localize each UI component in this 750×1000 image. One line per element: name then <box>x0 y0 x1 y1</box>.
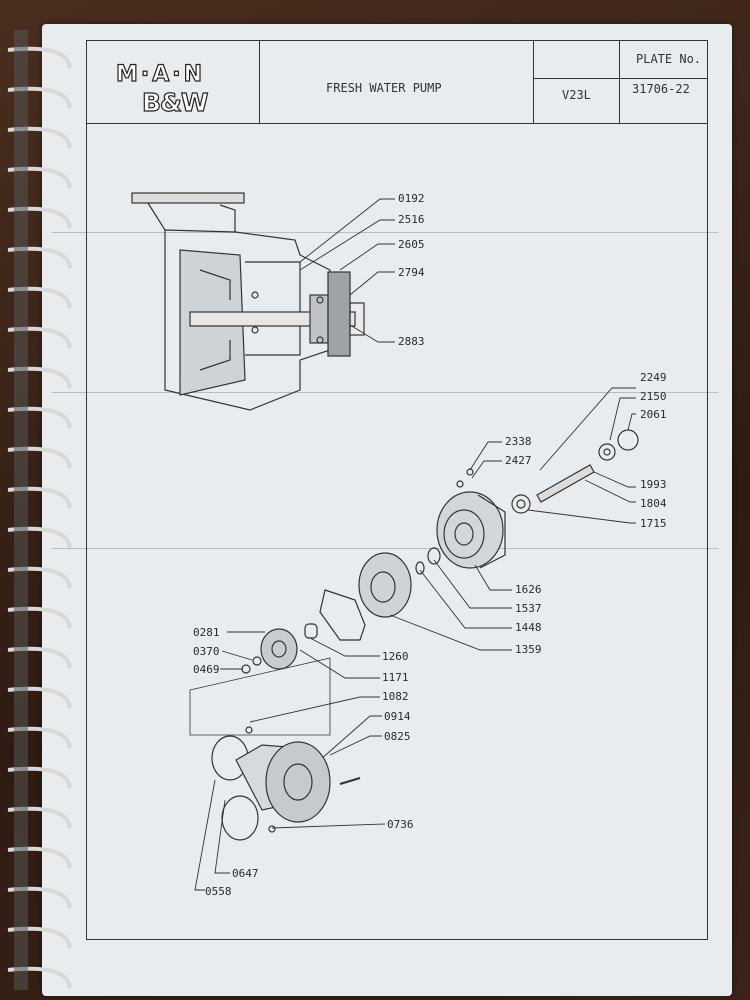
part-label: 1171 <box>382 671 409 684</box>
logo-cell <box>86 40 260 124</box>
part-label: 0469 <box>193 663 220 676</box>
part-label: 0370 <box>193 645 220 658</box>
part-label: 2427 <box>505 454 532 467</box>
part-label: 1260 <box>382 650 409 663</box>
part-label: 1993 <box>640 478 667 491</box>
part-label: 1537 <box>515 602 542 615</box>
model-cell <box>534 40 620 124</box>
spiral-binding <box>7 30 72 990</box>
part-label: 2249 <box>640 371 667 384</box>
shaft-assembly <box>241 429 639 674</box>
bw-logo: B&W <box>141 87 209 117</box>
part-label: 2883 <box>398 335 425 348</box>
part-label: 2061 <box>640 408 667 421</box>
plate-cell-divider <box>620 78 708 79</box>
part-label: 2338 <box>505 435 532 448</box>
man-logo: M·A·N <box>115 61 206 87</box>
part-label: 2516 <box>398 213 425 226</box>
part-label: 1082 <box>382 690 409 703</box>
plate-number: 31706-22 <box>632 82 690 96</box>
drawing-title: FRESH WATER PUMP <box>326 81 442 95</box>
pump-housing <box>211 726 361 841</box>
model-cell-divider <box>534 78 620 79</box>
part-label: 2794 <box>398 266 425 279</box>
plate-label: PLATE No. <box>636 52 702 66</box>
pump-section-view <box>131 192 365 411</box>
part-label: 0281 <box>193 626 220 639</box>
part-label: 0647 <box>232 867 259 880</box>
part-label: 1804 <box>640 497 667 510</box>
part-label: 0825 <box>384 730 411 743</box>
part-label: 1359 <box>515 643 542 656</box>
title-cell <box>260 40 534 124</box>
part-label: 1715 <box>640 517 667 530</box>
part-label: 0558 <box>205 885 232 898</box>
catalog-page <box>42 24 732 996</box>
scan-line <box>52 392 718 393</box>
part-label: 0914 <box>384 710 411 723</box>
title-block <box>86 40 708 124</box>
scan-line <box>52 232 718 233</box>
part-label: 0192 <box>398 192 425 205</box>
model-number: V23L <box>562 88 591 102</box>
part-label: 1448 <box>515 621 542 634</box>
part-label: 1626 <box>515 583 542 596</box>
scan-line <box>52 548 718 549</box>
part-label: 2605 <box>398 238 425 251</box>
part-label: 2150 <box>640 390 667 403</box>
part-label: 0736 <box>387 818 414 831</box>
drawing-frame <box>86 40 708 940</box>
